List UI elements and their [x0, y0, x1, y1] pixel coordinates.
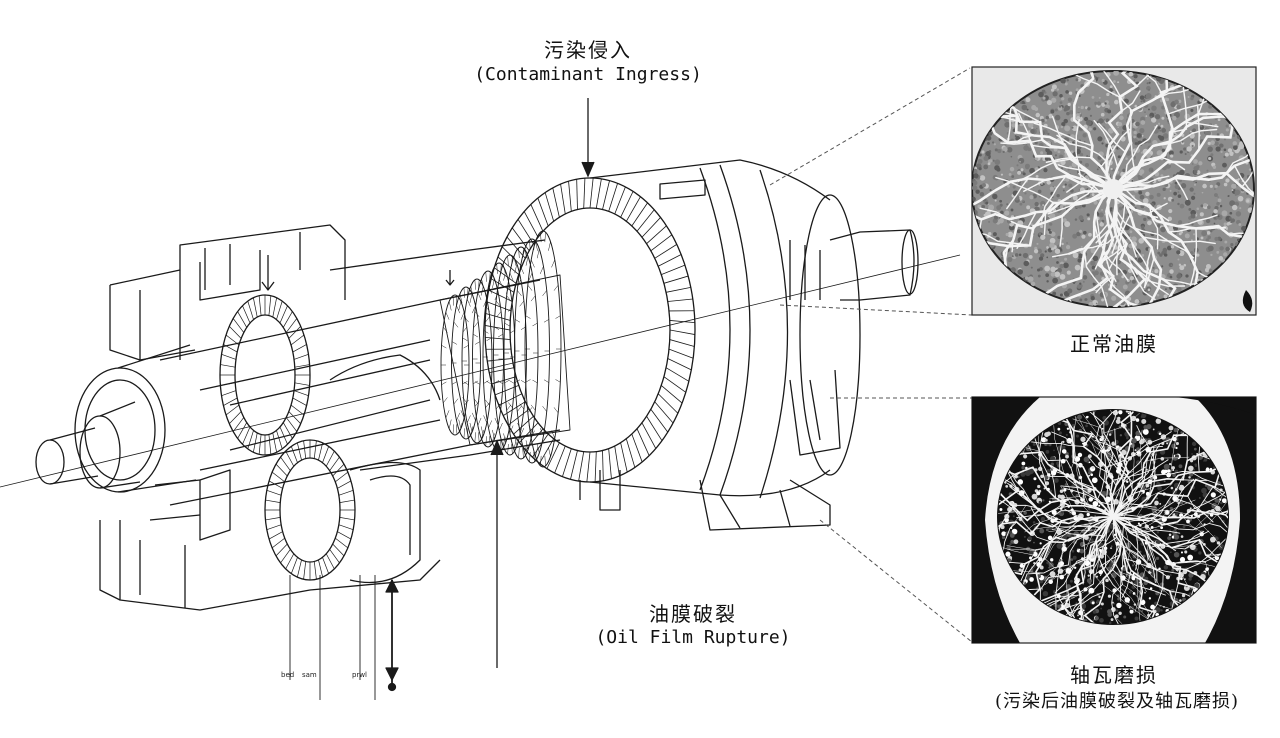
left-gear-teeth — [220, 295, 310, 455]
normal-oil-film-label: 正常油膜 — [1064, 328, 1164, 357]
probe-tag-2: sam — [302, 671, 317, 679]
contaminant-ingress-label-zh: 污染侵入 — [538, 34, 638, 63]
bearing-wear-label: 轴瓦磨损 — [1064, 659, 1164, 688]
bearing-wear-caption: (污染后油膜破裂及轴瓦磨损) — [958, 687, 1276, 713]
oil-film-rupture-label-zh: 油膜破裂 — [643, 598, 743, 627]
probe-tag-3: prwl — [352, 671, 367, 679]
probe-tag-1: bed — [281, 671, 294, 679]
main-blade-ring — [485, 178, 695, 482]
oil-film-rupture-label-en: (Oil Film Rupture) — [583, 627, 803, 648]
contaminant-ingress-label-en: (Contaminant Ingress) — [463, 64, 713, 85]
